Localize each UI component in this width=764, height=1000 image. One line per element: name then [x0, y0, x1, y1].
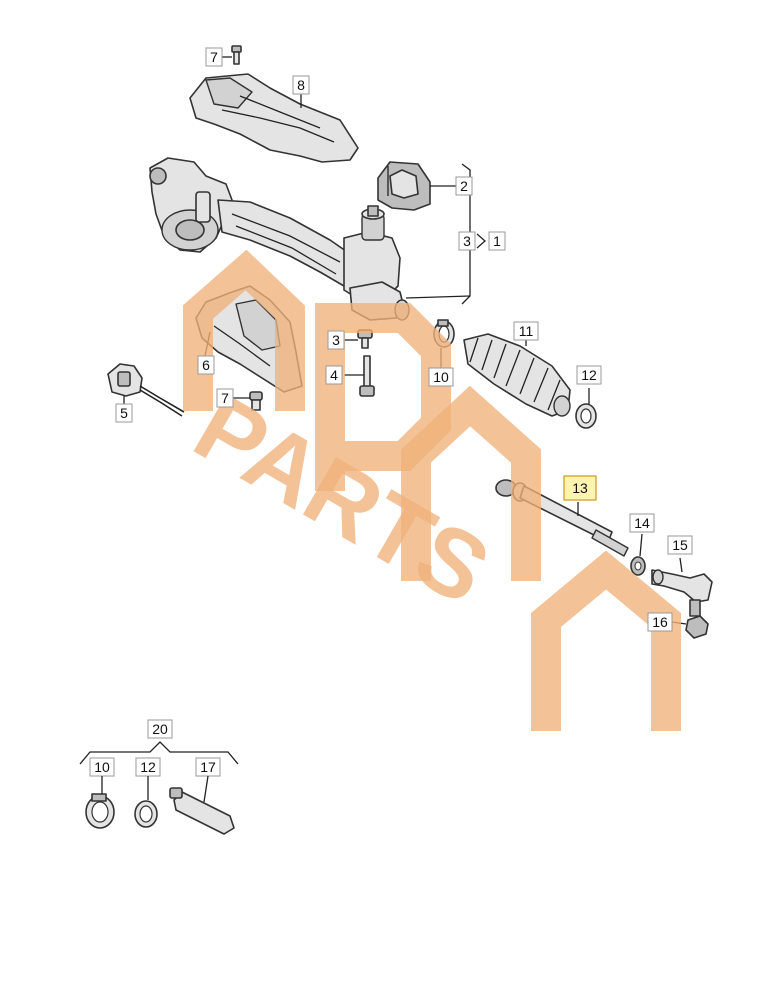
callout-15: 15 [667, 535, 693, 555]
part-12-clamp-kit [134, 800, 158, 828]
svg-text:11: 11 [519, 323, 534, 339]
callout-17: 17 [195, 757, 221, 777]
callout-3: 3 [327, 330, 345, 350]
svg-text:3: 3 [463, 233, 471, 249]
svg-text:1: 1 [493, 233, 501, 249]
svg-text:10: 10 [94, 759, 110, 775]
svg-text:2: 2 [460, 178, 468, 194]
part-7-bolt-top [231, 45, 242, 65]
part-10-clamp-kit [85, 793, 115, 829]
callout-14: 14 [629, 513, 655, 533]
svg-text:7: 7 [210, 49, 218, 65]
callout-12: 12 [576, 365, 602, 385]
part-16-nut [685, 615, 709, 639]
callout-13-highlighted: 13 [563, 475, 597, 501]
callout-16: 16 [647, 612, 673, 632]
kit-leaders [101, 775, 209, 803]
svg-text:20: 20 [152, 721, 168, 737]
callout-10: 10 [428, 367, 454, 387]
callout-1: 1 [488, 231, 506, 251]
part-4-long-bolt [359, 355, 375, 397]
callout-5: 5 [115, 403, 133, 423]
svg-text:3: 3 [332, 332, 340, 348]
callout-2: 2 [455, 176, 473, 196]
svg-text:5: 5 [120, 405, 128, 421]
svg-text:13: 13 [572, 480, 588, 496]
callout-12-kit: 12 [135, 757, 161, 777]
svg-text:6: 6 [202, 357, 210, 373]
part-8-heat-shield [189, 73, 359, 163]
callout-10-kit: 10 [89, 757, 115, 777]
callout-7-top: 7 [205, 47, 223, 67]
part-14-nut [630, 556, 646, 576]
svg-text:12: 12 [581, 367, 597, 383]
assembly-chevron [476, 233, 486, 249]
part-15-tie-rod-end [651, 569, 713, 617]
part-5-sensor [107, 363, 185, 417]
svg-text:14: 14 [634, 515, 650, 531]
callout-11: 11 [513, 321, 539, 341]
svg-text:17: 17 [200, 759, 216, 775]
svg-text:10: 10 [433, 369, 449, 385]
part-2-rubber-mount [377, 161, 431, 211]
svg-text:16: 16 [652, 614, 668, 630]
svg-text:15: 15 [672, 537, 688, 553]
part-11-bellows-boot [463, 333, 571, 417]
svg-text:8: 8 [297, 77, 305, 93]
callout-3-assembly: 3 [458, 231, 476, 251]
part-17-grease-tube [169, 787, 235, 835]
callout-4: 4 [325, 365, 343, 385]
svg-text:7: 7 [221, 390, 229, 406]
callout-20: 20 [147, 719, 173, 739]
callout-6: 6 [197, 355, 215, 375]
part-7-bolt-lower [249, 391, 263, 411]
callout-8: 8 [292, 75, 310, 95]
svg-text:4: 4 [330, 367, 338, 383]
part-12-clamp [575, 403, 597, 429]
callout-7-lower: 7 [216, 388, 234, 408]
svg-text:12: 12 [140, 759, 156, 775]
